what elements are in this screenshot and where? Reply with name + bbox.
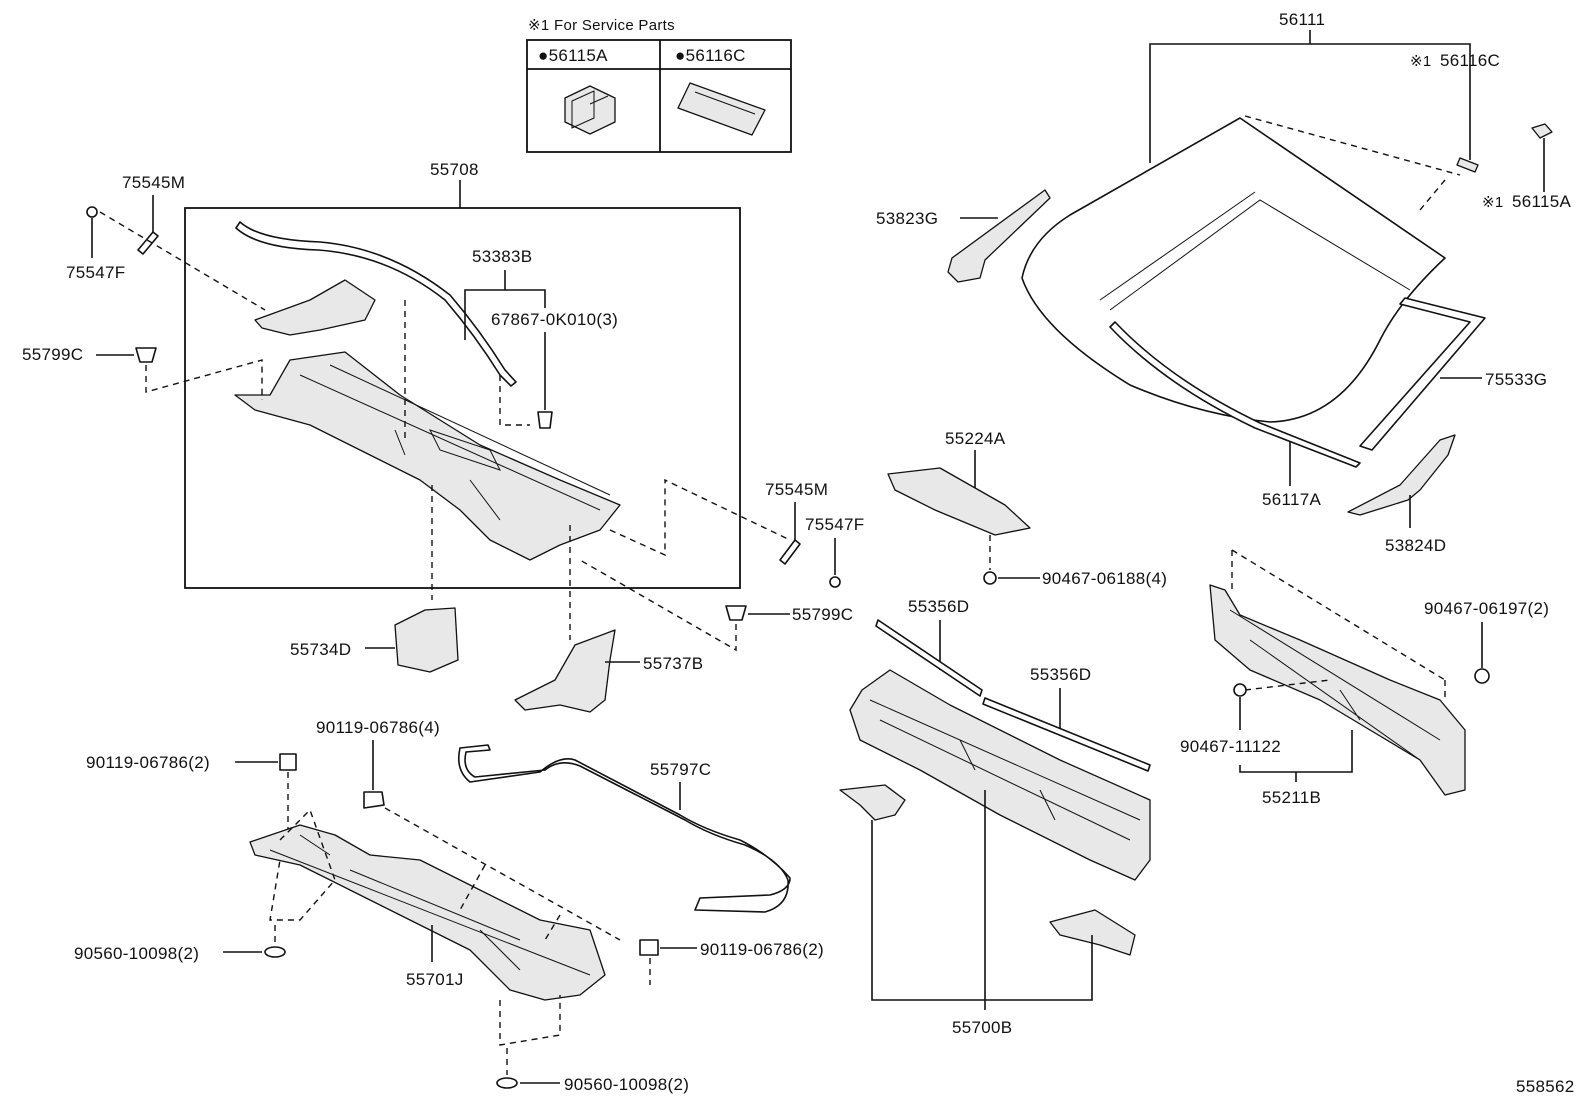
molding-56117A [1109,321,1361,468]
bracket-upper-55708 [254,279,376,336]
label-55701J: 55701J [406,970,464,989]
windshield-group: 56111 ※1 56116C 75533G 56117A 53823G ※1 … [876,10,1572,555]
label-90467-06197: 90467-06197(2) [1424,599,1549,618]
clip-90467-11122-icon [1233,683,1247,697]
insulator-group: 55224A 90467-06188(4) 90467-06197(2) 904… [887,429,1549,807]
seal-55356D-a [875,619,983,697]
clip-90467-06188-icon [983,571,997,585]
bracket-55700B-left [839,784,906,821]
label-90560-10098-2a: 90560-10098(2) [74,944,199,963]
label-75547F-left: 75547F [66,263,125,282]
cowl-lower-55701J [249,824,606,1001]
bolt-90119-06786-2b-icon [639,939,659,956]
label-55734D: 55734D [290,640,351,659]
label-53823G: 53823G [876,209,938,228]
washer-90560-10098-2b-icon [496,1077,518,1089]
pad-56116C-icon [677,82,766,136]
pad-56116C-part [1456,157,1479,173]
seal-strip-55708 [235,221,517,387]
label-75545M-left: 75545M [122,173,185,192]
label-55356D-b: 55356D [1030,665,1091,684]
clip-75547F-left-icon [86,206,98,218]
label-55224A: 55224A [945,429,1006,448]
clip-75545M-left-icon [137,231,159,255]
clip-56115A-part [1531,123,1553,139]
clip-55799C-left-icon [135,347,157,363]
service-cell-56116C: ●56116C [675,46,746,65]
label-53824D: 53824D [1385,536,1446,555]
diagram-id: 558562 [1516,1077,1575,1096]
label-67867: 67867-0K010(3) [491,310,618,329]
label-56116C-top: 56116C [1440,51,1500,70]
label-55799C-right: 55799C [792,605,853,624]
clip-75545M-right-icon [779,539,801,565]
label-90119-06786-4: 90119-06786(4) [316,718,440,737]
label-55797C: 55797C [650,760,711,779]
hose-55797C [457,744,791,913]
label-55356D-a: 55356D [908,597,969,616]
windshield-glass [1021,117,1446,423]
label-75545M-right: 75545M [765,480,828,499]
label-90467-06188: 90467-06188(4) [1042,569,1167,588]
bolt-90119-06786-4-icon [363,791,385,809]
label-90119-06786-2a: 90119-06786(2) [86,753,210,772]
label-90119-06786-2b: 90119-06786(2) [700,940,824,959]
label-55799C-left: 55799C [22,345,83,364]
cowl-panel-55700B [849,669,1151,881]
clip-56115A-icon [564,85,616,135]
bracket-55737B [514,629,616,713]
cowl-top-main [234,351,621,561]
label-53383B: 53383B [472,247,532,266]
cowl-panel-group: 55356D 55356D 55700B [839,597,1151,1037]
label-90467-11122: 90467-11122 [1180,737,1281,756]
washer-90560-10098-2a-icon [264,946,286,958]
label-75547F-right: 75547F [805,515,864,534]
seal-55356D-b [982,697,1151,772]
bolt-90119-06786-2a-icon [279,753,297,771]
mark-56115A: ※1 [1482,194,1504,211]
lower-left-group: 90119-06786(4) 90119-06786(2) 55797C 905… [74,718,824,1094]
label-90560-10098-2b: 90560-10098(2) [564,1075,689,1094]
label-56117A: 56117A [1262,490,1322,509]
bracket-55700B-right [1049,909,1136,956]
insulator-55224A [887,467,1031,536]
clip-55799C-right-icon [725,605,747,621]
label-56115A-right: 56115A [1512,192,1572,211]
clip-67867-icon [537,411,553,429]
label-75533G: 75533G [1485,370,1547,389]
cowl-top-group: 55708 53383B 67867-0K010(3) 75545M 75547… [22,160,864,713]
bracket-53823G [947,189,1051,283]
service-note-title: ※1 For Service Parts [528,17,675,34]
mark-56116C: ※1 [1410,53,1432,70]
label-55211B: 55211B [1262,788,1321,807]
label-55700B: 55700B [952,1018,1012,1037]
label-56111: 56111 [1279,10,1325,29]
service-cell-56115A: ●56115A [538,46,608,65]
bracket-55734D [394,607,459,673]
label-55737B: 55737B [643,654,703,673]
molding-75533G [1359,297,1486,451]
clip-90467-06197-icon [1474,668,1490,684]
label-55708: 55708 [430,160,479,179]
clip-75547F-right-icon [829,576,841,588]
service-parts-note: ※1 For Service Parts ●56115A ●56116C [526,17,792,153]
bracket-53824D [1347,434,1456,516]
